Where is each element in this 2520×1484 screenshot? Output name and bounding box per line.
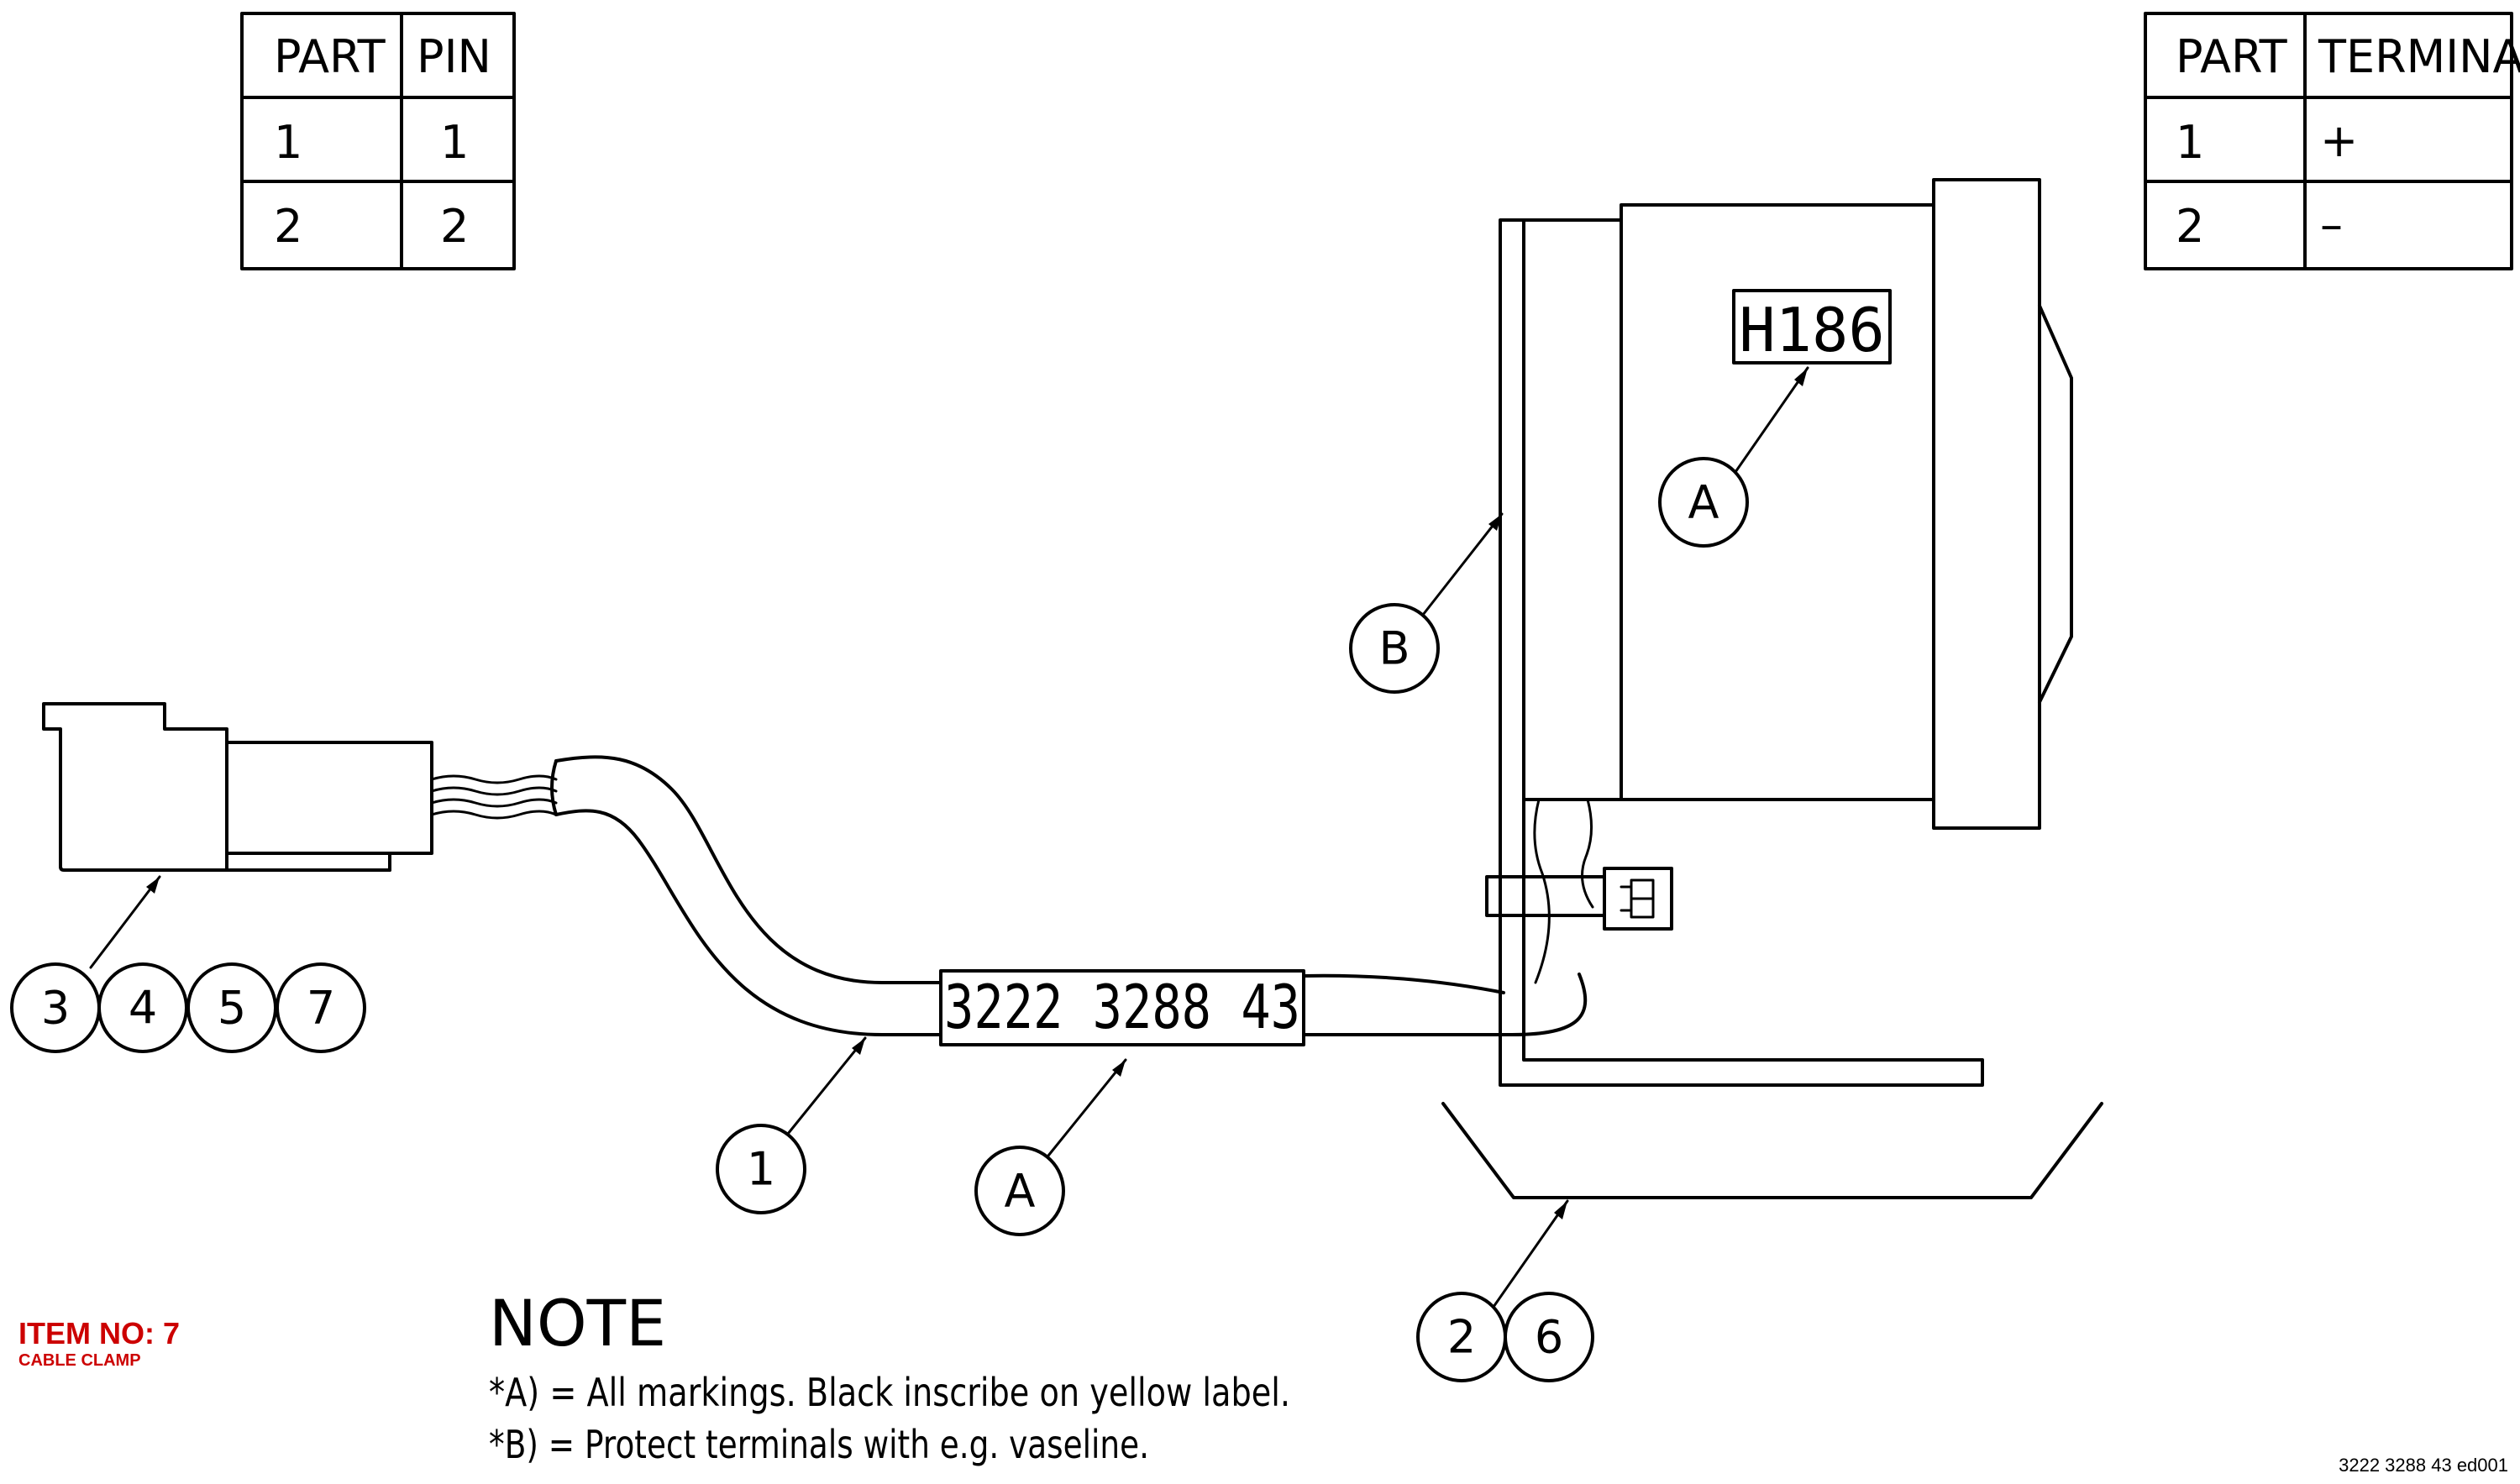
pin-table-header-pin: PIN [417,30,491,83]
balloon-2: 2 [1447,1311,1476,1364]
balloon-group-clamp: 2 6 [1416,1292,1594,1382]
balloon-1: 1 [747,1143,775,1196]
note-line-b: *B) = Protect terminals with e.g. vaseli… [489,1422,1149,1467]
bracket [1441,1102,2103,1199]
terminal-table: PART TERMINAL 1 + 2 – [2144,12,2520,270]
item-title: ITEM NO: 7 [18,1316,180,1350]
pin-table-cell: 1 [440,116,469,169]
note-title: NOTE [489,1286,666,1361]
terminal-table-cell: 1 [2176,116,2204,169]
balloon-3: 3 [41,982,70,1035]
balloon-gauge-marking: A [1658,457,1749,548]
terminal-table-header-terminal: TERMINAL [2318,30,2520,83]
balloon-5: 5 [218,982,246,1035]
connector-wires [430,774,558,820]
item-mark: ITEM NO: 7 CABLE CLAMP [18,1316,180,1370]
balloon-7: 7 [307,982,335,1035]
terminal-table-cell: 2 [2176,200,2204,253]
balloon-terminals: B [1349,603,1440,694]
pin-table-cell: 2 [440,200,469,253]
pin-table-cell: 1 [274,116,302,169]
cable-label-text: 3222 3288 43 [944,972,1300,1042]
cable [550,755,1588,1036]
connector-plug [42,702,433,872]
balloon-4: 4 [129,982,157,1035]
cable-tie [1485,867,1673,931]
balloon-cable-marking: A [974,1146,1065,1236]
drawing-number: 3222 3288 43 ed001 [2339,1455,2508,1476]
cable-label: 3222 3288 43 [939,969,1305,1046]
balloon-6: 6 [1535,1311,1563,1364]
pin-table: PART PIN 1 1 2 2 [240,12,516,270]
gauge: H186 [1522,178,2073,830]
terminal-table-cell: + [2320,114,2358,167]
gauge-label-text: H186 [1739,295,1884,365]
balloon-cable: 1 [716,1124,806,1214]
balloon-a-gauge: A [1688,476,1719,529]
pin-table-cell: 2 [274,200,302,253]
item-subtitle: CABLE CLAMP [18,1351,141,1370]
terminal-table-cell: – [2320,198,2343,251]
balloon-b: B [1378,622,1410,675]
balloon-group-connector: 3 4 5 7 [10,962,366,1053]
pin-table-header-part: PART [274,30,386,83]
gauge-terminal-wires [1533,798,1594,984]
balloon-a-cable: A [1005,1165,1036,1218]
notes: NOTE *A) = All markings. Black inscribe … [489,1286,1290,1467]
terminal-table-header-part: PART [2176,30,2288,83]
note-line-a: *A) = All markings. Black inscribe on ye… [489,1370,1290,1415]
leaders [89,366,1809,1308]
